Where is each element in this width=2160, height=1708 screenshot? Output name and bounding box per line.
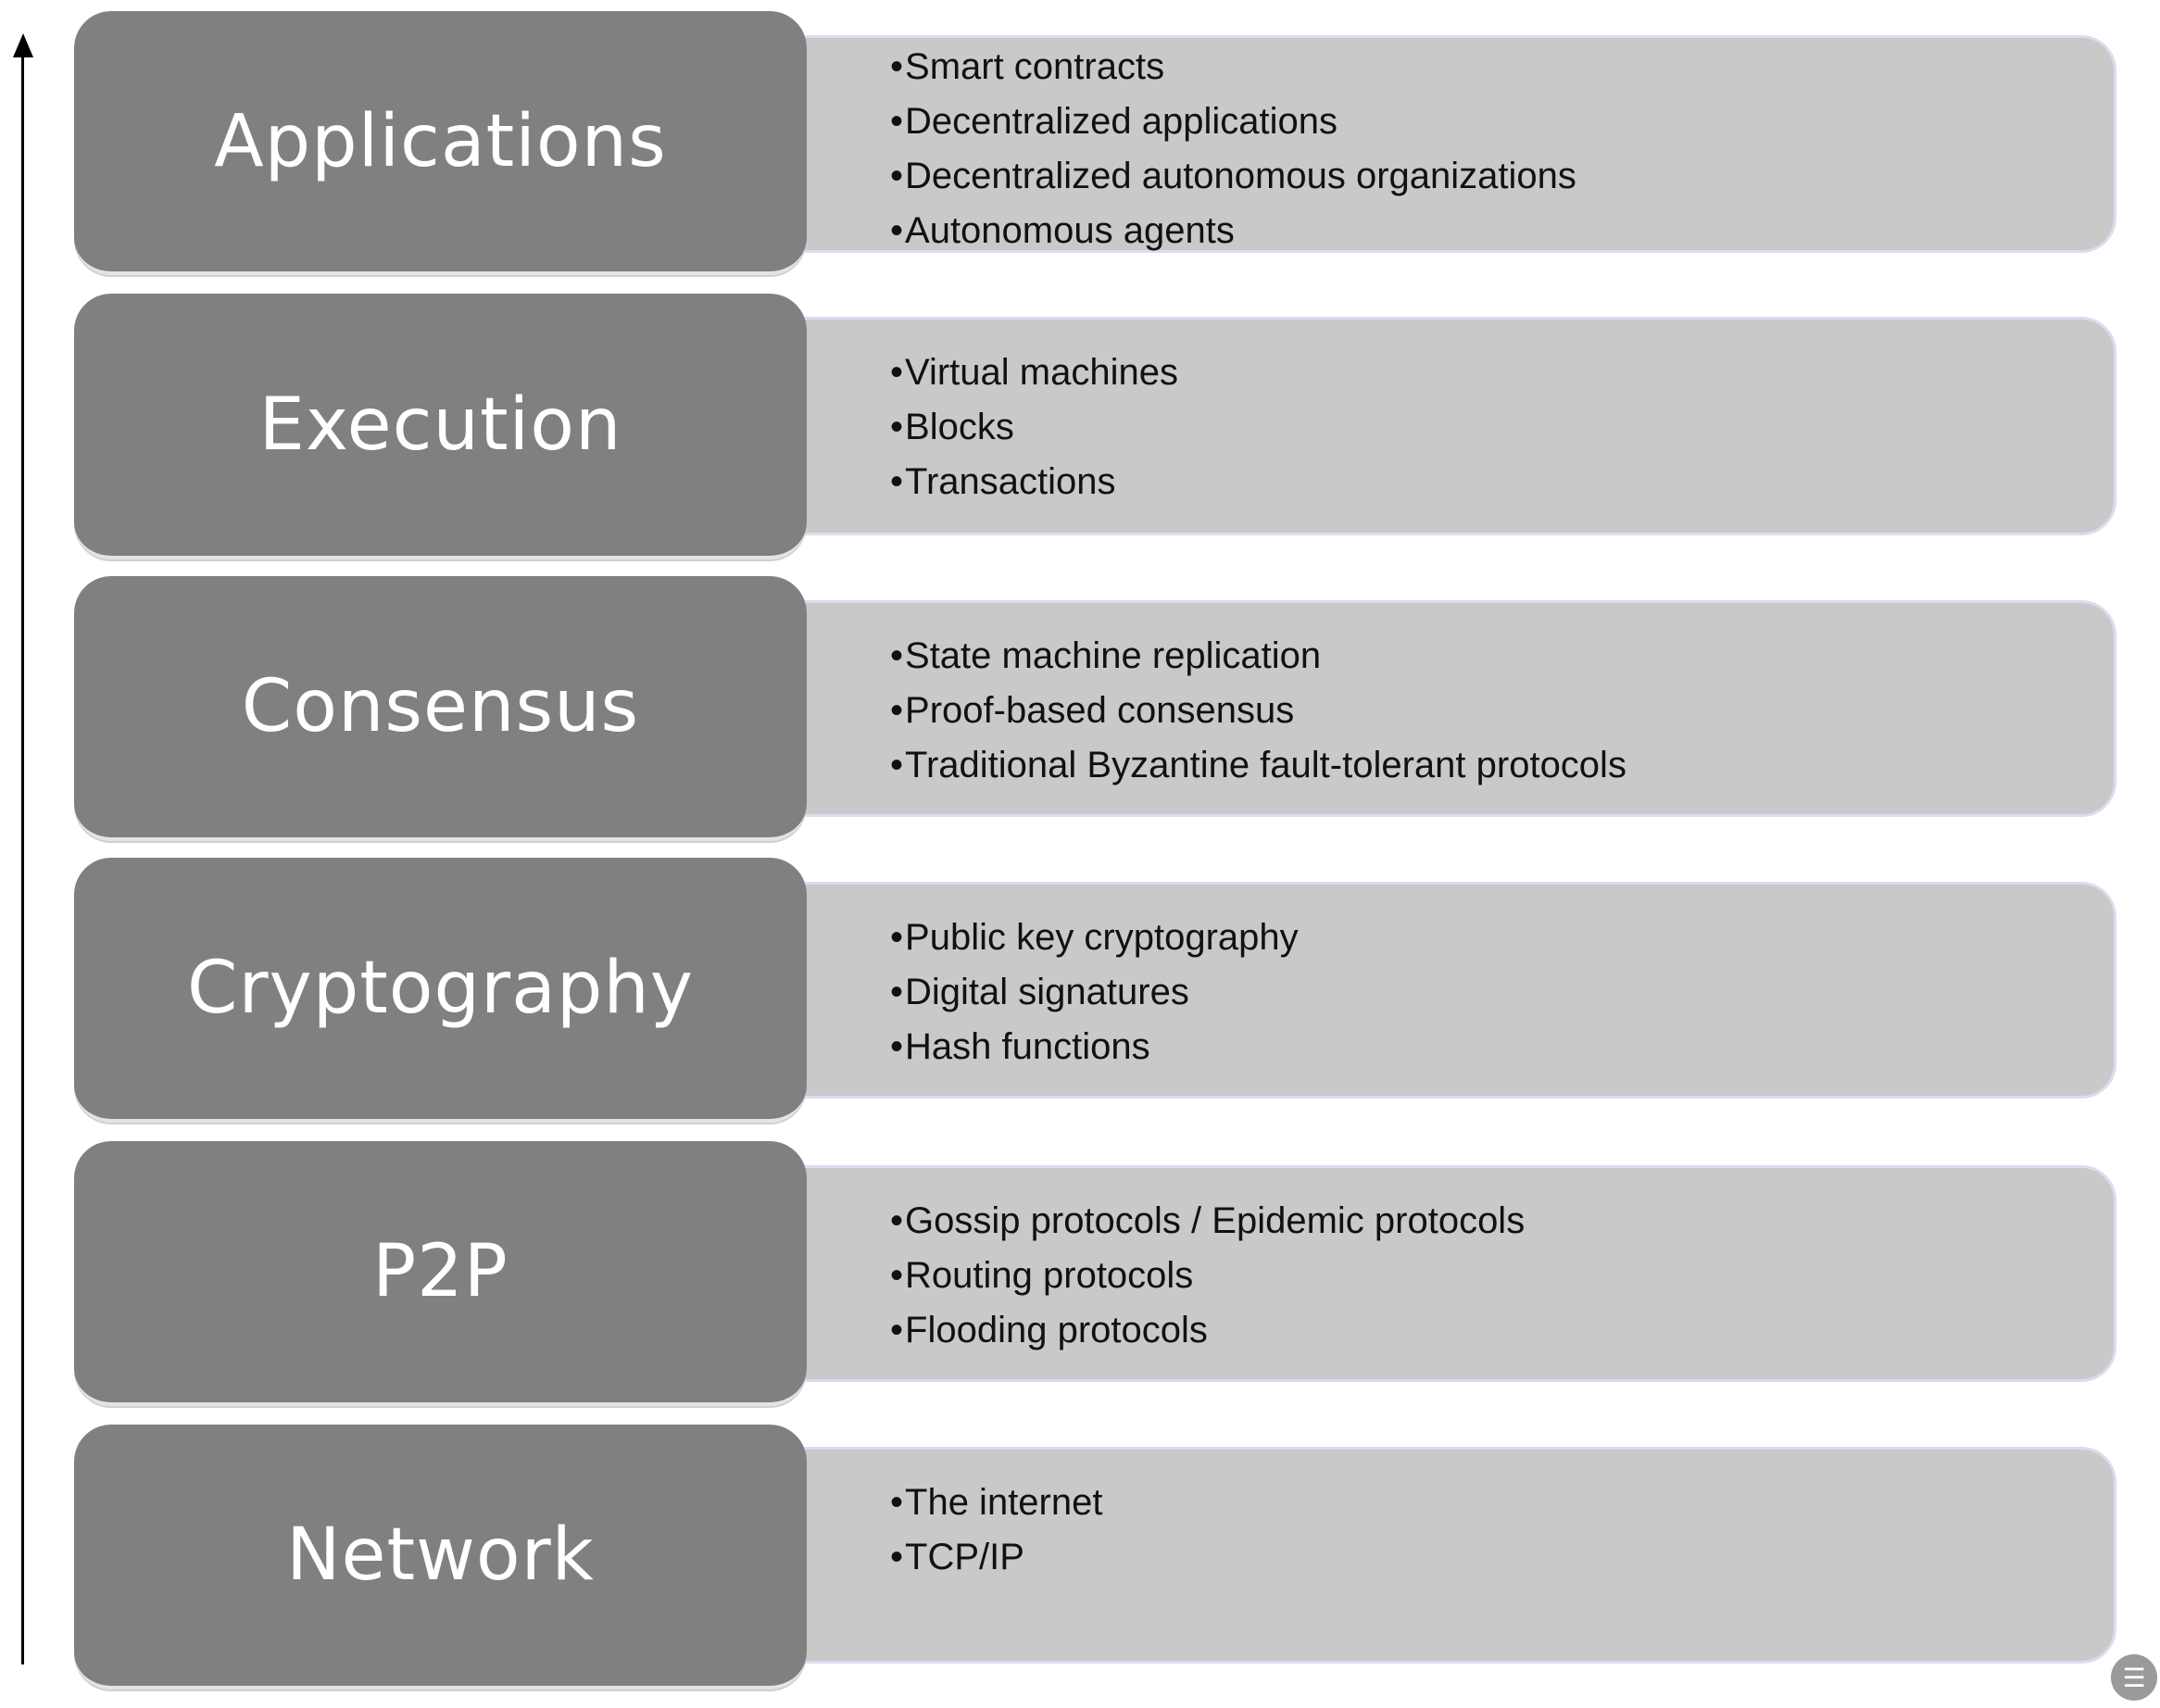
layer-details-list: •Virtual machines•Blocks•Transactions <box>890 345 1178 509</box>
detail-item-text: Decentralized applications <box>905 101 1337 142</box>
detail-item: •Traditional Byzantine fault-tolerant pr… <box>890 738 1626 793</box>
detail-item: •Transactions <box>890 455 1178 509</box>
detail-item: •Public key cryptography <box>890 911 1299 965</box>
bullet-icon: • <box>890 745 904 785</box>
up-arrow-icon <box>13 33 33 57</box>
detail-item: •The internet <box>890 1476 1102 1530</box>
chat-icon[interactable]: ☰ <box>2111 1654 2157 1701</box>
bullet-icon: • <box>890 1200 904 1241</box>
layer-details-box: •Gossip protocols / Epidemic protocols•R… <box>769 1165 2116 1382</box>
detail-item-text: Hash functions <box>905 1026 1150 1067</box>
detail-item: •Routing protocols <box>890 1249 1525 1303</box>
detail-item: •Hash functions <box>890 1020 1299 1074</box>
bullet-icon: • <box>890 1255 904 1296</box>
detail-item-text: Virtual machines <box>905 352 1178 393</box>
detail-item-text: TCP/IP <box>905 1537 1024 1577</box>
layer-label-box: Consensus <box>74 576 807 841</box>
vertical-axis-line <box>21 48 24 1664</box>
detail-item: •Decentralized autonomous organizations <box>890 149 1576 204</box>
layer-label-box: P2P <box>74 1141 807 1406</box>
layer-label: P2P <box>372 1230 509 1313</box>
layer-label-box: Network <box>74 1425 807 1689</box>
bullet-icon: • <box>890 156 904 196</box>
layer-label-box: Cryptography <box>74 858 807 1123</box>
detail-item-text: The internet <box>905 1482 1103 1523</box>
detail-item: •Digital signatures <box>890 965 1299 1020</box>
layer-details-list: •The internet•TCP/IP <box>890 1476 1102 1585</box>
bullet-icon: • <box>890 917 904 958</box>
detail-item-text: Digital signatures <box>905 972 1189 1012</box>
detail-item: •Blocks <box>890 400 1178 455</box>
detail-item: •Autonomous agents <box>890 204 1576 258</box>
detail-item: •Virtual machines <box>890 345 1178 400</box>
bullet-icon: • <box>890 972 904 1012</box>
layer-details-box: •The internet•TCP/IP <box>769 1447 2116 1664</box>
detail-item-text: Transactions <box>905 461 1116 502</box>
bullet-icon: • <box>890 352 904 393</box>
layer-details-box: •Smart contracts•Decentralized applicati… <box>769 35 2116 253</box>
bullet-icon: • <box>890 635 904 676</box>
detail-item-text: Flooding protocols <box>905 1310 1208 1350</box>
detail-item: •Decentralized applications <box>890 94 1576 149</box>
bullet-icon: • <box>890 1026 904 1067</box>
bullet-icon: • <box>890 1310 904 1350</box>
layer-details-box: •Public key cryptography•Digital signatu… <box>769 882 2116 1099</box>
layer-label: Consensus <box>241 665 640 748</box>
bullet-icon: • <box>890 101 904 142</box>
bullet-icon: • <box>890 461 904 502</box>
detail-item-text: Decentralized autonomous organizations <box>905 156 1576 196</box>
detail-item-text: Routing protocols <box>905 1255 1194 1296</box>
layer-details-list: •Gossip protocols / Epidemic protocols•R… <box>890 1194 1525 1358</box>
bullet-icon: • <box>890 1537 904 1577</box>
detail-item: •State machine replication <box>890 629 1626 684</box>
layer-label: Execution <box>258 383 622 467</box>
layer-details-box: •Virtual machines•Blocks•Transactions <box>769 317 2116 535</box>
detail-item: •Gossip protocols / Epidemic protocols <box>890 1194 1525 1249</box>
layer-details-box: •State machine replication•Proof-based c… <box>769 600 2116 817</box>
detail-item-text: Public key cryptography <box>905 917 1299 958</box>
detail-item-text: Autonomous agents <box>905 210 1235 251</box>
detail-item: •Proof-based consensus <box>890 684 1626 738</box>
bullet-icon: • <box>890 690 904 731</box>
detail-item-text: Traditional Byzantine fault-tolerant pro… <box>905 745 1626 785</box>
bullet-icon: • <box>890 407 904 447</box>
layer-details-list: •State machine replication•Proof-based c… <box>890 629 1626 793</box>
layer-label-box: Execution <box>74 294 807 559</box>
layer-label: Network <box>286 1513 595 1597</box>
layer-details-list: •Smart contracts•Decentralized applicati… <box>890 40 1576 258</box>
detail-item-text: Blocks <box>905 407 1014 447</box>
detail-item: •Smart contracts <box>890 40 1576 94</box>
detail-item-text: State machine replication <box>905 635 1322 676</box>
detail-item: •Flooding protocols <box>890 1303 1525 1358</box>
detail-item-text: Smart contracts <box>905 46 1165 87</box>
bullet-icon: • <box>890 210 904 251</box>
layer-label: Cryptography <box>187 947 694 1030</box>
bullet-icon: • <box>890 46 904 87</box>
layer-details-list: •Public key cryptography•Digital signatu… <box>890 911 1299 1074</box>
layer-label: Applications <box>214 99 667 183</box>
bullet-icon: • <box>890 1482 904 1523</box>
detail-item-text: Gossip protocols / Epidemic protocols <box>905 1200 1526 1241</box>
detail-item: •TCP/IP <box>890 1530 1102 1585</box>
layer-label-box: Applications <box>74 11 807 275</box>
detail-item-text: Proof-based consensus <box>905 690 1295 731</box>
